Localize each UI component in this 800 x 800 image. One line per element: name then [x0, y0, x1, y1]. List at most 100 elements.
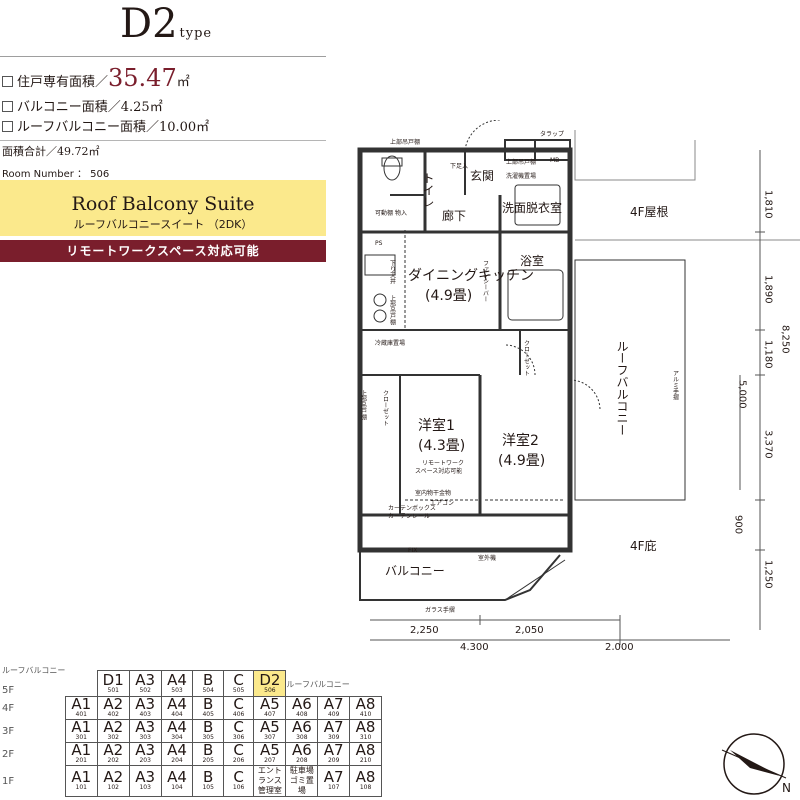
area-roof-row: ルーフバルコニー面積／10.00㎡: [2, 116, 209, 135]
label-fix: FIX: [408, 547, 417, 554]
unit-cell-entrance: エントランス管理室: [253, 765, 287, 797]
label-roof-4f: 4F屋根: [630, 205, 669, 219]
label-room2-size: (4.9畳): [498, 453, 545, 469]
dim-total-v-1: 8,250: [780, 325, 791, 354]
label-room1: 洋室1: [418, 417, 455, 434]
label-curtain-rail: カーテンレール: [388, 513, 430, 520]
roof-tag-right: ルーフバルコニー: [286, 679, 350, 689]
label-washer-shelf: 上部吊戸棚: [506, 158, 536, 166]
label-room1-size: (4.3畳): [418, 438, 465, 454]
floor-label: 1F: [2, 775, 15, 787]
label-room2: 洋室2: [502, 432, 539, 449]
dim-v-3: 3,370: [763, 430, 774, 459]
label-closet-small: 物入: [395, 209, 407, 217]
unit-cell-parking: 駐車場ゴミ置場: [285, 765, 319, 797]
label-curtain-box: カーテンボックス: [388, 504, 436, 512]
dim-total-v-0: 5,000: [737, 380, 748, 409]
dim-v-1: 1,890: [763, 275, 774, 304]
area-balcony-value: 4.25㎡: [120, 100, 163, 115]
area-main-row: 住戸専有面積／35.47㎡: [2, 64, 190, 92]
floor-label: 2F: [2, 748, 15, 760]
label-entrance: 玄関: [470, 168, 494, 183]
label-upper-cabinet2: 上部吊戸棚: [360, 389, 367, 421]
label-upper-storage-toilet: 上部吊戸棚: [390, 138, 420, 146]
label-movable-shelf: 可動棚: [375, 209, 393, 217]
area-roof-value: 10.00㎡: [158, 120, 210, 135]
label-mb: MB: [550, 157, 559, 164]
label-balcony: バルコニー: [385, 564, 445, 578]
floor-label: 4F: [2, 702, 15, 714]
area-total: 面積合計／49.72㎡: [2, 145, 100, 158]
label-ps: PS: [375, 240, 383, 247]
dim-v-4: 900: [733, 515, 744, 534]
area-roof-label: ルーフバルコニー面積／: [17, 120, 159, 135]
suite-name: Roof Balcony Suite: [71, 193, 255, 215]
area-balcony-row: バルコニー面積／4.25㎡: [2, 96, 163, 115]
label-bathroom: 浴室: [520, 253, 544, 268]
checkbox-icon: [2, 76, 13, 87]
floor-label: 5F: [2, 684, 15, 696]
floor-plan: トイレ 下足入 玄関 上部吊戸棚 上部吊戸棚 洗濯機置場 MB タラップ 物入 …: [357, 120, 800, 650]
dim-total-h-0: 4,300: [460, 642, 489, 650]
suite-box: [0, 180, 326, 236]
label-fridge: 冷蔵庫置場: [375, 339, 405, 347]
label-aircon: エアコン: [430, 500, 454, 507]
label-washer-area: 洗濯機置場: [506, 172, 536, 180]
type-code: D2: [120, 1, 178, 47]
dim-v-0: 1,810: [763, 190, 774, 219]
label-eaves-4f: 4F庇: [630, 538, 657, 553]
label-alu-rail: アルミ手摺: [672, 370, 679, 401]
room-number: Room Number ： 506: [2, 169, 110, 180]
suite-subtitle: ルーフバルコニースイート （2DK）: [73, 218, 253, 231]
label-toilet: トイレ: [421, 172, 435, 208]
floor-label: 3F: [2, 725, 15, 737]
label-remote-note2: スペース対応可能: [415, 467, 462, 475]
label-corridor: 廊下: [442, 208, 466, 223]
dim-h-1: 2,050: [515, 625, 544, 636]
dim-total-h-1: 2,000: [605, 642, 634, 650]
label-dk-size: (4.9畳): [425, 288, 472, 304]
label-roof-balcony: ルーフバルコニー: [615, 340, 629, 436]
label-remote-note1: リモートワーク: [422, 460, 464, 467]
